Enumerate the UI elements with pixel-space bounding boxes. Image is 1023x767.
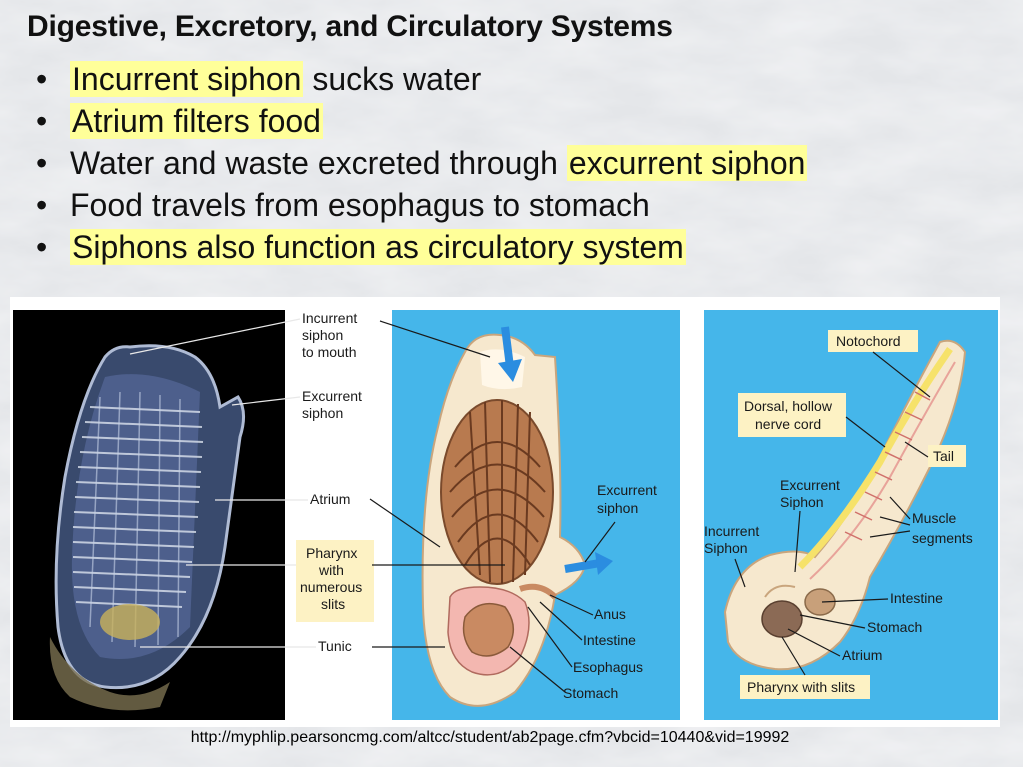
- bullet-dot: •: [36, 61, 48, 97]
- bullet-dot: •: [36, 145, 48, 181]
- label-incurrent-siphon: Incurrent: [704, 523, 759, 539]
- source-url: http://myphlip.pearsoncmg.com/altcc/stud…: [190, 729, 790, 746]
- bullet-text: Water and waste excreted through: [70, 145, 567, 181]
- label-dorsal-nerve-cord: nerve cord: [755, 416, 821, 432]
- larva-drawing: [723, 339, 967, 671]
- label-atrium: Atrium: [310, 491, 350, 507]
- label-excurrent-siphon: Excurrent: [597, 482, 657, 498]
- label-pharynx: slits: [321, 596, 345, 612]
- label-esophagus: Esophagus: [573, 659, 643, 675]
- label-box: [296, 540, 374, 622]
- label-excurrent-siphon: Siphon: [780, 494, 824, 510]
- label-stomach: Stomach: [563, 685, 618, 701]
- label-atrium: Atrium: [842, 647, 882, 663]
- label-pharynx: numerous: [300, 579, 362, 595]
- label-notochord: Notochord: [836, 333, 901, 349]
- label-intestine: Intestine: [890, 590, 943, 606]
- bullet-dot: •: [36, 187, 48, 223]
- bullet-text: sucks water: [303, 61, 482, 97]
- bullet-highlight: Atrium filters food: [70, 103, 323, 139]
- label-muscle-segments: segments: [912, 530, 973, 546]
- label-excurrent-siphon: siphon: [597, 500, 638, 516]
- bullet-highlight: excurrent siphon: [566, 145, 808, 181]
- label-box: [828, 330, 918, 352]
- bullet-text: Food travels from esophagus to stomach: [70, 187, 650, 223]
- bullet-highlight: Siphons also function as circulatory sys…: [70, 229, 686, 265]
- slide-title: Digestive, Excretory, and Circulatory Sy…: [27, 10, 673, 43]
- tunicate-photo: [49, 344, 245, 711]
- bullet-dot: •: [36, 229, 48, 265]
- label-box: [928, 445, 966, 467]
- tunicate-diagram: Incurrent siphon to mouth Excurrent siph…: [13, 310, 998, 720]
- label-incurrent-siphon: Incurrent: [302, 310, 357, 326]
- label-anus: Anus: [594, 606, 626, 622]
- bullet-item: • Siphons also function as circulatory sy…: [36, 226, 996, 268]
- label-pharynx-with-slits: Pharynx with slits: [747, 679, 855, 695]
- bullet-item: • Water and waste excreted through excurr…: [36, 142, 996, 184]
- bullet-highlight: Incurrent siphon: [70, 61, 304, 97]
- label-dorsal-nerve-cord: Dorsal, hollow: [744, 398, 833, 414]
- label-tail: Tail: [933, 448, 954, 464]
- bullet-item: • Incurrent siphon sucks water: [36, 58, 996, 100]
- bullet-dot: •: [36, 103, 48, 139]
- label-muscle-segments: Muscle: [912, 510, 957, 526]
- label-incurrent-siphon: to mouth: [302, 344, 356, 360]
- label-incurrent-siphon: siphon: [302, 327, 343, 343]
- label-excurrent-siphon: Excurrent: [302, 388, 362, 404]
- label-excurrent-siphon: siphon: [302, 405, 343, 421]
- label-pharynx: with: [318, 562, 344, 578]
- label-box: [738, 393, 846, 437]
- label-box: [740, 675, 870, 699]
- bullet-list: • Incurrent siphon sucks water • Atrium fi…: [36, 58, 996, 268]
- label-pharynx: Pharynx: [306, 545, 357, 561]
- label-incurrent-siphon: Siphon: [704, 540, 748, 556]
- label-intestine: Intestine: [583, 632, 636, 648]
- adult-tunicate-drawing: [421, 326, 613, 707]
- label-tunic: Tunic: [318, 638, 352, 654]
- bullet-item: • Atrium filters food: [36, 100, 996, 142]
- bullet-item: • Food travels from esophagus to stomach: [36, 184, 996, 226]
- label-stomach: Stomach: [867, 619, 922, 635]
- label-excurrent-siphon: Excurrent: [780, 477, 840, 493]
- tunicate-figure: Incurrent siphon to mouth Excurrent siph…: [10, 297, 1000, 727]
